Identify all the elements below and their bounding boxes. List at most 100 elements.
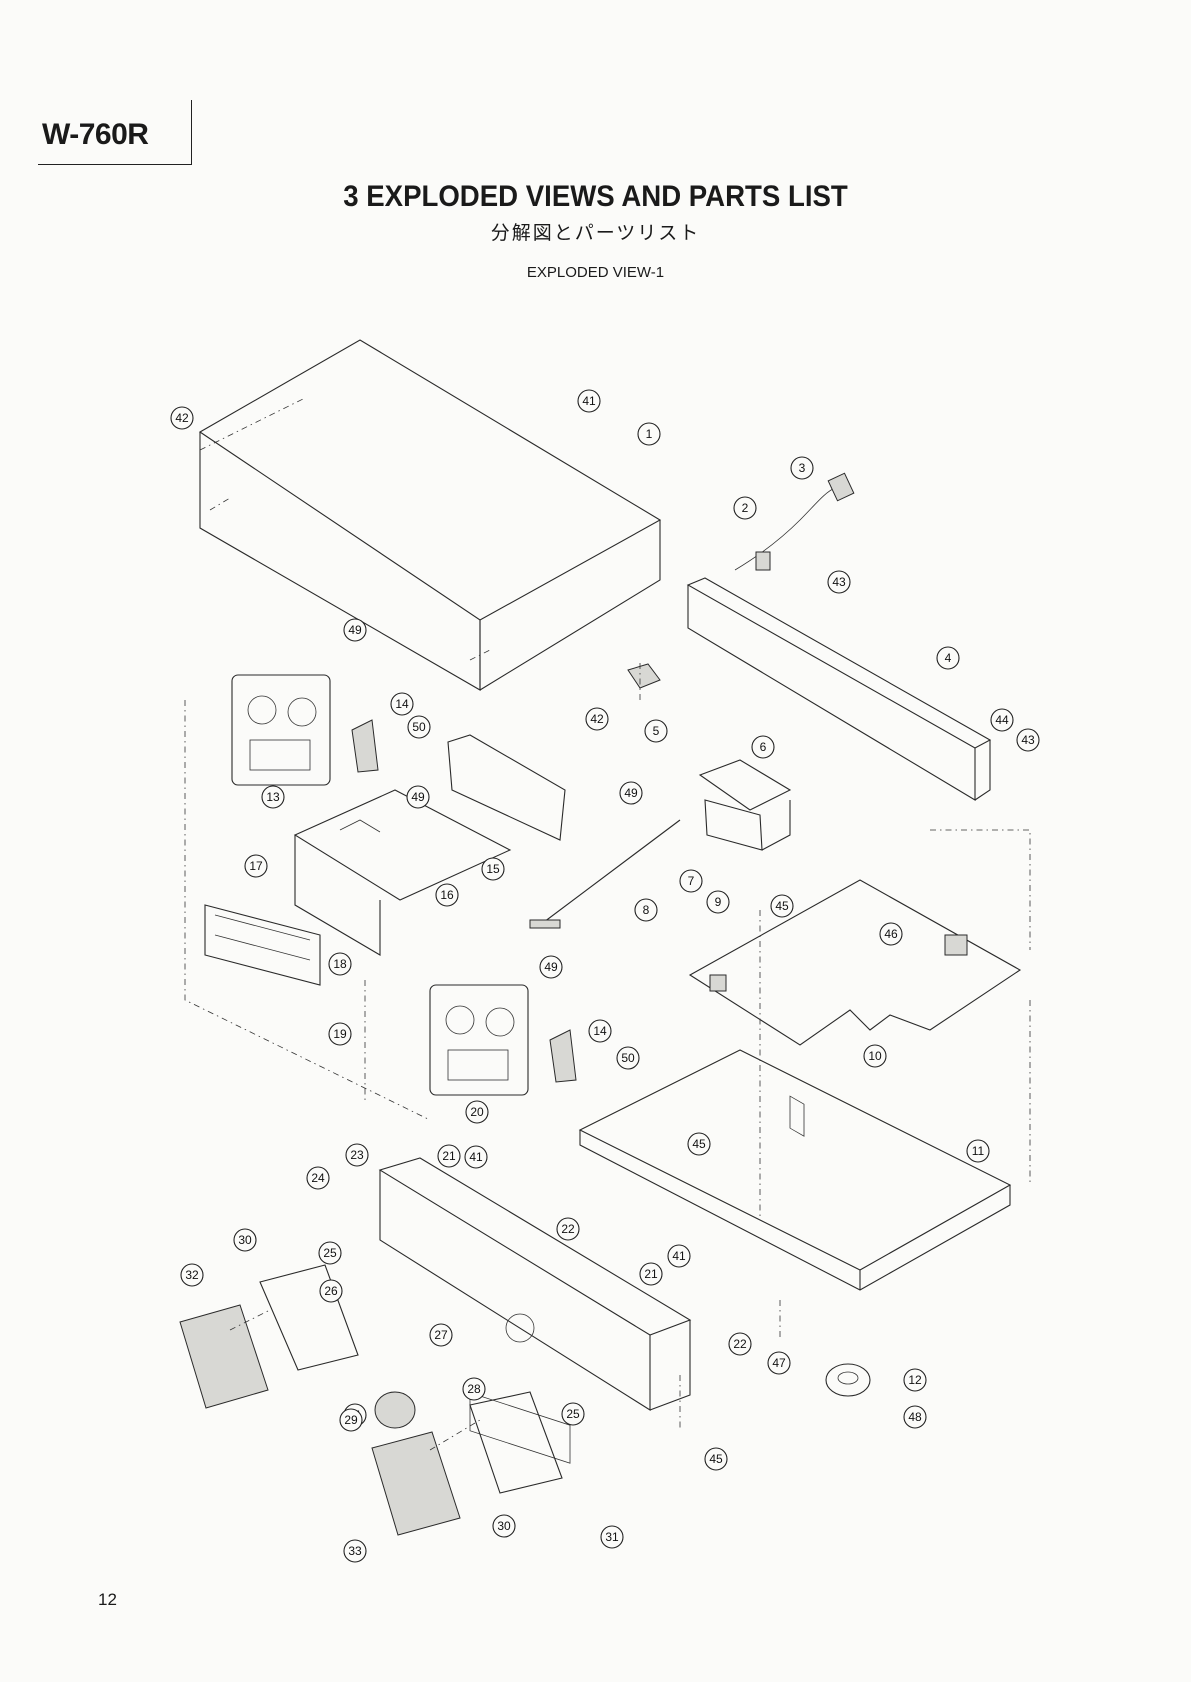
part-callout-30: 30 (234, 1229, 256, 1251)
callout-label: 1 (646, 427, 653, 441)
callout-label: 29 (344, 1413, 358, 1427)
part-callout-25: 25 (562, 1403, 584, 1425)
part-callout-19: 19 (329, 1023, 351, 1045)
callout-label: 27 (434, 1328, 448, 1342)
part-callout-7: 7 (680, 870, 702, 892)
callout-label: 2 (742, 501, 749, 515)
part-callout-49: 49 (620, 782, 642, 804)
part-callout-41: 41 (465, 1146, 487, 1168)
part-callout-29: 29 (340, 1409, 362, 1431)
part-callout-44: 44 (991, 709, 1013, 731)
callout-label: 22 (733, 1337, 747, 1351)
callout-label: 42 (175, 411, 189, 425)
callout-label: 18 (333, 957, 347, 971)
drawing-linework (180, 340, 1030, 1535)
callout-label: 16 (440, 888, 454, 902)
part-callout-33: 33 (344, 1540, 366, 1562)
part-callout-50: 50 (617, 1047, 639, 1069)
callout-label: 6 (760, 740, 767, 754)
callout-label: 33 (348, 1544, 362, 1558)
callout-label: 30 (497, 1519, 511, 1533)
part-callout-47: 47 (768, 1352, 790, 1374)
part-callout-17: 17 (245, 855, 267, 877)
callout-label: 25 (566, 1407, 580, 1421)
callout-label: 49 (411, 790, 425, 804)
part-callout-46: 46 (880, 923, 902, 945)
part-callout-2: 2 (734, 497, 756, 519)
part-callout-41: 41 (578, 390, 600, 412)
callout-label: 46 (884, 927, 898, 941)
part-callout-49: 49 (407, 786, 429, 808)
callout-label: 21 (644, 1267, 658, 1281)
part-callout-14: 14 (391, 693, 413, 715)
part-callout-8: 8 (635, 899, 657, 921)
part-callout-15: 15 (482, 858, 504, 880)
callout-label: 4 (945, 651, 952, 665)
part-callout-31: 31 (601, 1526, 623, 1548)
callout-label: 28 (467, 1382, 481, 1396)
callout-label: 25 (323, 1246, 337, 1260)
callout-label: 15 (486, 862, 500, 876)
part-callout-16: 16 (436, 884, 458, 906)
part-callout-42: 42 (586, 708, 608, 730)
part-callout-5: 5 (645, 720, 667, 742)
callout-label: 43 (1021, 733, 1035, 747)
callout-label: 20 (470, 1105, 484, 1119)
part-callout-26: 26 (320, 1280, 342, 1302)
part-callout-30: 30 (493, 1515, 515, 1537)
part-callout-22: 22 (729, 1333, 751, 1355)
callout-label: 17 (249, 859, 263, 873)
part-callout-4: 4 (937, 647, 959, 669)
callout-label: 42 (590, 712, 604, 726)
part-callout-21: 21 (438, 1145, 460, 1167)
part-callout-9: 9 (707, 891, 729, 913)
callout-label: 5 (653, 724, 660, 738)
part-callout-12: 12 (904, 1369, 926, 1391)
callout-label: 43 (832, 575, 846, 589)
part-callout-49: 49 (344, 619, 366, 641)
part-callout-43: 43 (1017, 729, 1039, 751)
callout-label: 26 (324, 1284, 338, 1298)
callout-label: 24 (311, 1171, 325, 1185)
part-callout-41: 41 (668, 1245, 690, 1267)
part-callout-3: 3 (791, 457, 813, 479)
callout-label: 10 (868, 1049, 882, 1063)
part-callout-28: 28 (463, 1378, 485, 1400)
part-callout-45: 45 (688, 1133, 710, 1155)
callout-label: 21 (442, 1149, 456, 1163)
callout-label: 45 (775, 899, 789, 913)
part-callout-27: 27 (430, 1324, 452, 1346)
callout-label: 13 (266, 790, 280, 804)
callout-label: 22 (561, 1222, 575, 1236)
part-callout-22: 22 (557, 1218, 579, 1240)
callout-label: 49 (348, 623, 362, 637)
part-callout-6: 6 (752, 736, 774, 758)
callout-label: 32 (185, 1268, 199, 1282)
callout-label: 30 (238, 1233, 252, 1247)
callout-label: 8 (643, 903, 650, 917)
callout-label: 49 (624, 786, 638, 800)
callout-label: 44 (995, 713, 1009, 727)
part-callout-42: 42 (171, 407, 193, 429)
part-callout-50: 50 (408, 716, 430, 738)
part-callout-24: 24 (307, 1167, 329, 1189)
callout-label: 41 (672, 1249, 686, 1263)
part-callout-21: 21 (640, 1263, 662, 1285)
part-callout-11: 11 (967, 1140, 989, 1162)
callout-label: 49 (544, 960, 558, 974)
callout-label: 45 (709, 1452, 723, 1466)
callout-label: 14 (593, 1024, 607, 1038)
callout-label: 31 (605, 1530, 619, 1544)
part-callout-23: 23 (346, 1144, 368, 1166)
part-callout-10: 10 (864, 1045, 886, 1067)
callout-label: 7 (688, 874, 695, 888)
part-callout-48: 48 (904, 1406, 926, 1428)
callout-label: 41 (582, 394, 596, 408)
callout-label: 9 (715, 895, 722, 909)
callout-label: 50 (412, 720, 426, 734)
part-callout-43: 43 (828, 571, 850, 593)
callout-label: 48 (908, 1410, 922, 1424)
part-callout-20: 20 (466, 1101, 488, 1123)
part-callout-25: 25 (319, 1242, 341, 1264)
